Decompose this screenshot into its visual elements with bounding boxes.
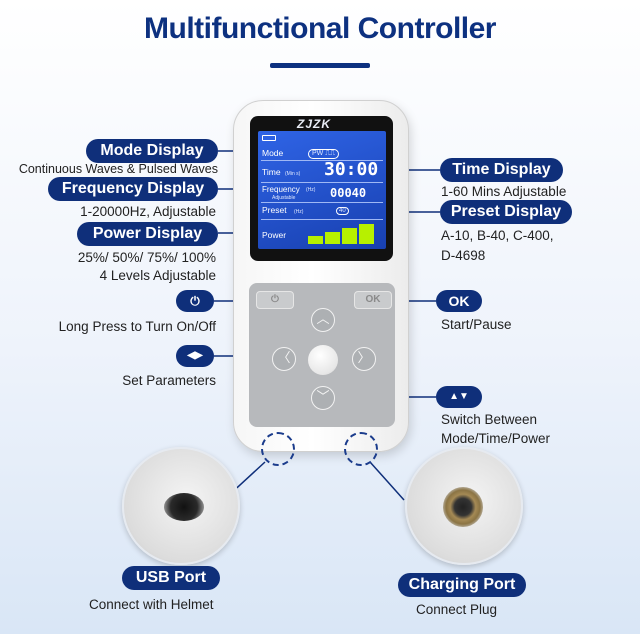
lcd-screen: Mode PW ⎍⎍ Time (Min s) 30:00 Frequency …	[258, 131, 386, 249]
ok-badge: OK	[436, 290, 482, 312]
up-down-icon: ▲▼	[436, 386, 482, 408]
left-right-icon: ◀▶	[176, 345, 214, 367]
lcd-mode-label: Mode	[262, 148, 284, 158]
power-display-desc1: 25%/ 50%/ 75%/ 100%	[77, 250, 216, 265]
power-level-bar	[308, 236, 323, 244]
power-level-bar	[359, 224, 374, 244]
down-key[interactable]: ﹀	[311, 386, 335, 410]
left-right-desc: Set Parameters	[122, 373, 216, 388]
battery-icon	[262, 135, 276, 141]
time-display-desc: 1-60 Mins Adjustable	[441, 184, 567, 199]
charging-port-desc: Connect Plug	[416, 602, 498, 617]
lcd-frequency-sub: Adjustable	[272, 195, 296, 201]
lcd-preset-label: Preset	[262, 205, 287, 215]
lcd-time-unit: (Min s)	[285, 171, 301, 177]
up-down-desc1: Switch Between	[441, 412, 538, 427]
lcd-frequency-value: 00040	[330, 186, 367, 200]
power-key[interactable]: ⏻	[256, 291, 294, 309]
brand-logo: ZJZK	[297, 117, 331, 131]
usb-port-badge: USB Port	[122, 566, 220, 590]
lcd-power-label: Power	[262, 230, 287, 240]
frequency-display-badge: Frequency Display	[48, 177, 218, 201]
power-display-desc2: 4 Levels Adjustable	[99, 268, 216, 283]
power-display-badge: Power Display	[77, 222, 218, 246]
preset-display-desc2: D-4698	[441, 248, 486, 263]
charging-port-closeup	[405, 447, 523, 565]
usb-port-marker	[261, 432, 295, 466]
lcd-frequency-label: Frequency	[262, 185, 300, 194]
up-down-desc2: Mode/Time/Power	[441, 431, 551, 446]
ok-key[interactable]: OK	[354, 291, 392, 309]
ok-button-desc: Start/Pause	[441, 317, 512, 332]
mode-display-desc: Continuous Waves & Pulsed Waves	[18, 162, 218, 176]
lcd-divider	[261, 219, 383, 220]
right-key[interactable]: 〉	[352, 347, 376, 371]
title-underline	[270, 63, 370, 68]
usb-port-desc: Connect with Helmet	[89, 597, 214, 612]
charging-port-hole	[443, 487, 483, 527]
power-level-bars	[308, 224, 374, 244]
power-level-bar	[325, 232, 340, 244]
power-icon: ⏻	[176, 290, 214, 312]
lcd-time-label: Time	[262, 167, 281, 177]
left-key[interactable]: 〈	[272, 347, 296, 371]
up-key[interactable]: ︿	[311, 308, 335, 332]
lcd-divider	[261, 160, 383, 161]
lcd-divider	[261, 202, 383, 203]
page-title: Multifunctional Controller	[144, 12, 496, 45]
time-display-badge: Time Display	[440, 158, 563, 182]
preset-display-desc1: A-10, B-40, C-400,	[441, 228, 554, 243]
lcd-divider	[261, 182, 383, 183]
charging-port-marker	[344, 432, 378, 466]
power-button-desc: Long Press to Turn On/Off	[58, 319, 216, 334]
preset-display-badge: Preset Display	[440, 200, 572, 224]
lcd-mode-indicator: PW ⎍⎍	[308, 149, 340, 159]
lcd-preset-unit: (Hz)	[294, 209, 304, 215]
lcd-time-value: 30:00	[324, 159, 379, 180]
power-level-bar	[342, 228, 357, 244]
frequency-display-desc: 1-20000Hz, Adjustable	[80, 204, 216, 219]
usb-port-closeup	[122, 447, 240, 565]
charging-port-badge: Charging Port	[398, 573, 526, 597]
lcd-frequency-unit: (Hz)	[306, 187, 316, 193]
lcd-preset-value: 40	[336, 207, 349, 215]
usb-port-hole	[164, 493, 204, 521]
center-button[interactable]	[308, 345, 338, 375]
mode-display-badge: Mode Display	[86, 139, 218, 163]
